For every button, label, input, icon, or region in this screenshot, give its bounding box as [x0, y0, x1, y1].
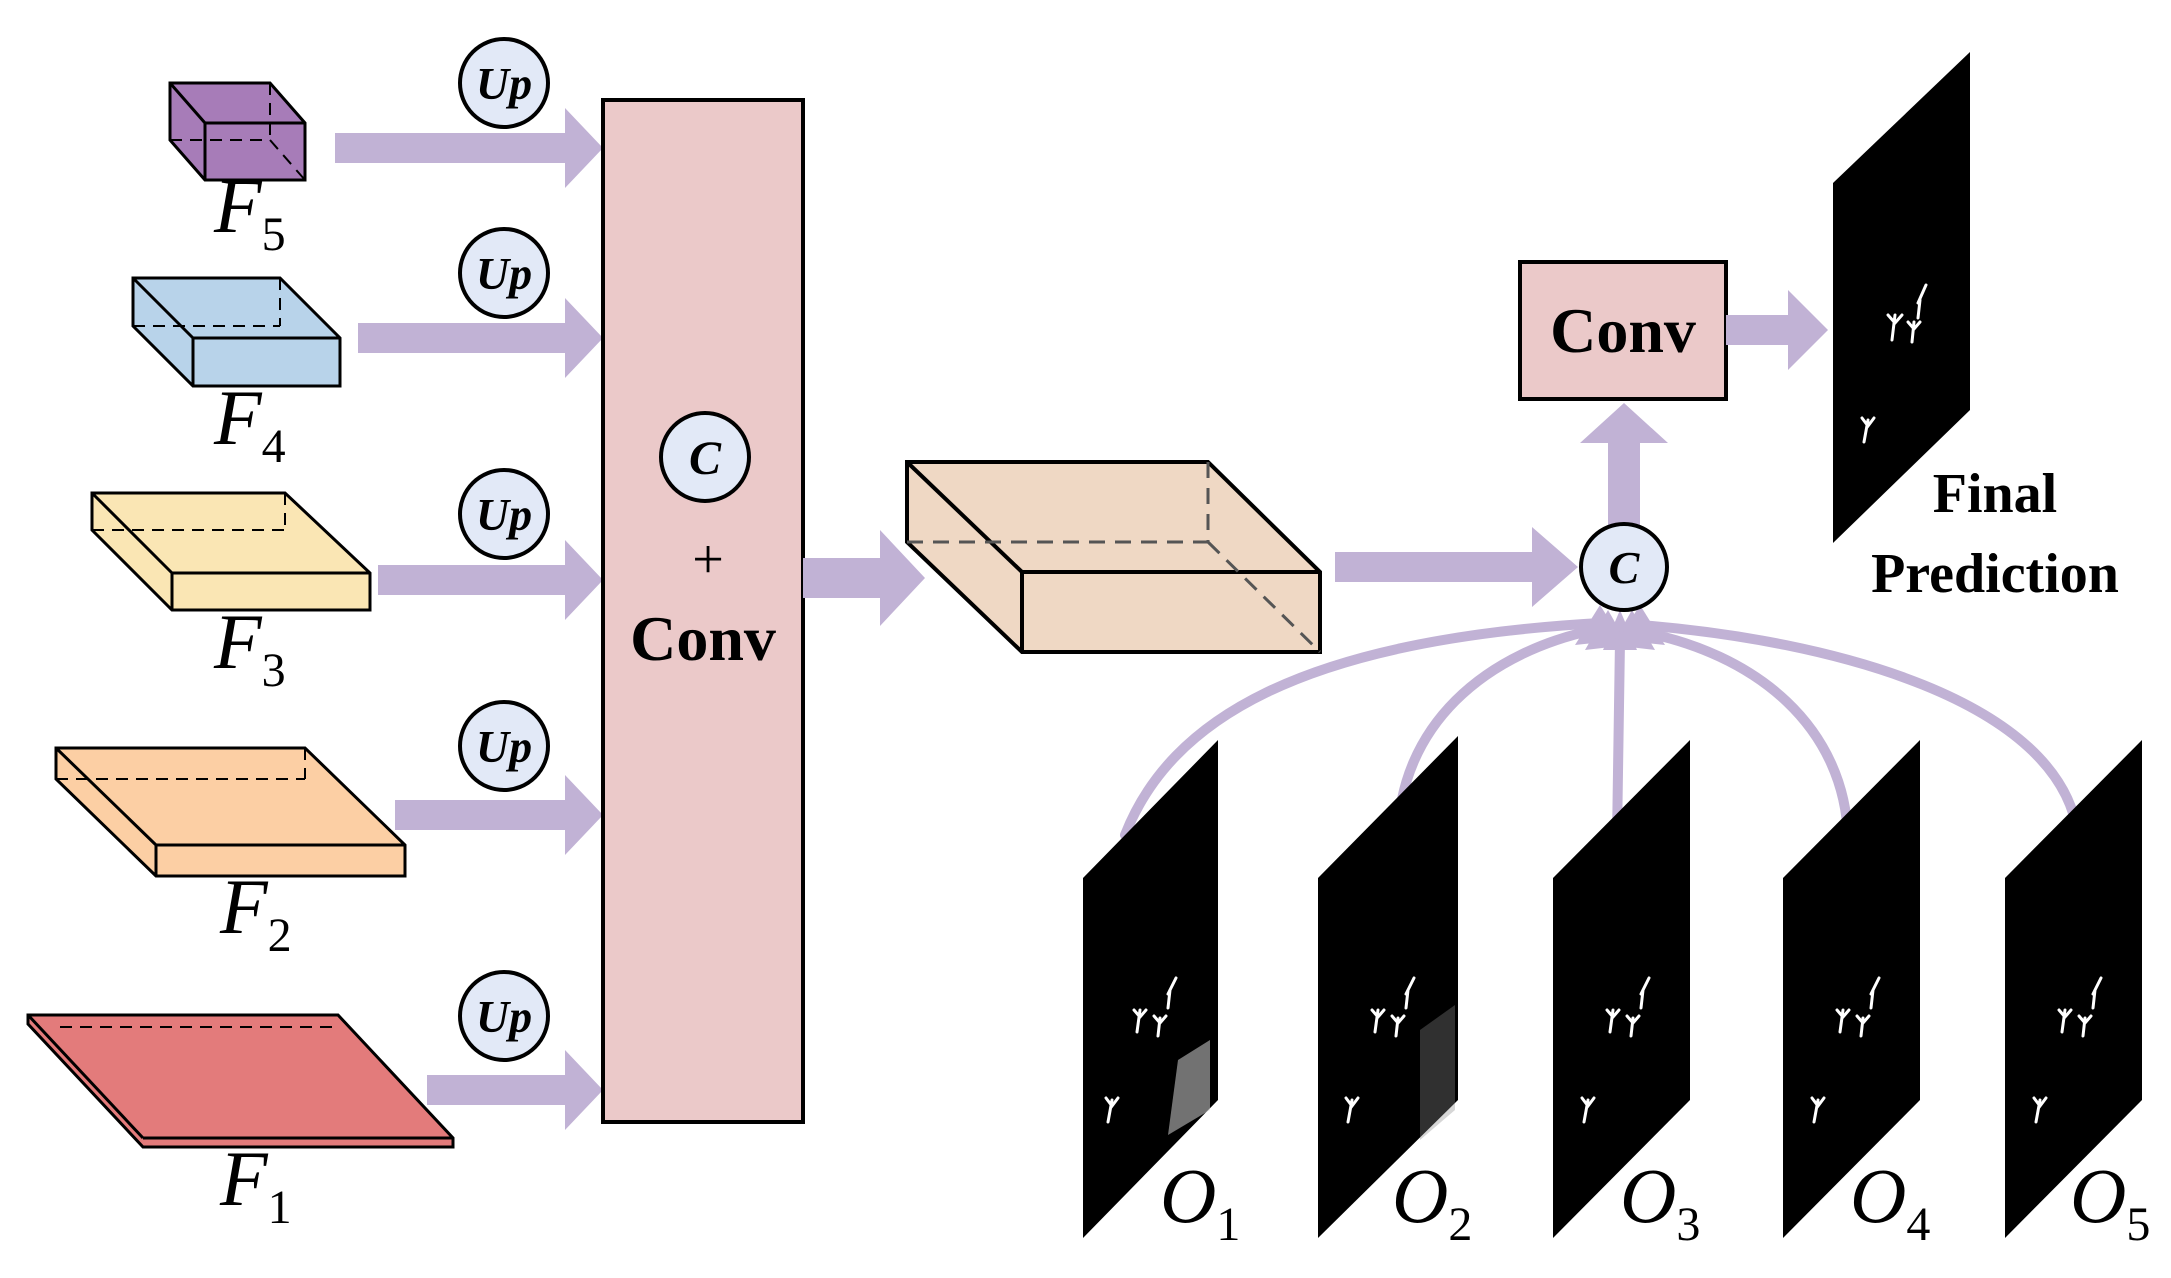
- side-output-o2: O2: [1318, 736, 1472, 1251]
- svg-text:Up: Up: [476, 489, 532, 540]
- up-circle-f1: Up: [458, 970, 550, 1062]
- up-circle-f4: Up: [458, 227, 550, 319]
- side-output-label-o1: O1: [1160, 1152, 1240, 1251]
- up-circle-f3: Up: [458, 468, 550, 560]
- final-prediction-map: [1833, 52, 1970, 543]
- feature-block-f5: [168, 81, 307, 182]
- side-output-label-o3: O3: [1620, 1152, 1700, 1251]
- feature-block-f4: [131, 276, 342, 388]
- feature-label-f1: F1: [219, 1135, 292, 1234]
- side-output-o1: O1: [1083, 740, 1240, 1251]
- merged-feature-map: [905, 460, 1322, 654]
- arrow-f4: [358, 298, 603, 378]
- side-output-arrows: [1120, 618, 2083, 843]
- curve-o1: [1120, 618, 1605, 840]
- feature-label-f4: F4: [213, 374, 286, 473]
- concat-circle: [659, 411, 751, 503]
- side-output-o5: O5: [2005, 740, 2150, 1251]
- svg-text:Up: Up: [476, 58, 532, 109]
- svg-text:Up: Up: [476, 248, 532, 299]
- feature-label-f3: F3: [213, 598, 286, 697]
- arrow-fuse-to-map: [803, 530, 925, 626]
- final-prediction-label-line2: Prediction: [1871, 543, 2119, 605]
- final-conv-block: Conv: [1518, 260, 1728, 401]
- up-circle-f5: Up: [458, 37, 550, 129]
- plus-symbol: +: [692, 529, 724, 591]
- svg-text:Up: Up: [476, 721, 532, 772]
- arrow-f2: [395, 775, 603, 855]
- final-prediction-label-line1: Final: [1933, 463, 2057, 525]
- side-output-arrowheads: [1575, 605, 1665, 650]
- feature-block-f2: [54, 746, 407, 878]
- final-conv-label: Conv: [1550, 295, 1696, 366]
- side-output-o4: O4: [1783, 740, 1930, 1251]
- side-output-label-o5: O5: [2070, 1152, 2150, 1251]
- curve-o5: [1635, 620, 2083, 840]
- upsample-arrows: [335, 108, 603, 1130]
- arrow-f3: [378, 540, 603, 620]
- arrow-conv-to-prediction: [1726, 290, 1828, 370]
- svg-text:Up: Up: [476, 991, 532, 1042]
- concat-symbol: C: [689, 432, 722, 485]
- up-circle-f2: Up: [458, 700, 550, 792]
- arrow-map-to-concat: [1335, 527, 1578, 607]
- feature-label-f5: F5: [213, 162, 286, 261]
- fuse-block: C + Conv: [601, 98, 805, 1124]
- curve-o3: [1612, 635, 1625, 843]
- side-output-o3: O3: [1553, 740, 1700, 1251]
- arrow-f1: [427, 1050, 603, 1130]
- feature-block-f3: [90, 491, 372, 612]
- svg-text:C: C: [1609, 542, 1641, 593]
- feature-block-f1: [26, 1013, 455, 1149]
- arrow-concat-to-conv: [1580, 403, 1668, 530]
- side-output-label-o2: O2: [1392, 1152, 1472, 1251]
- final-concat-circle: C: [1579, 522, 1669, 612]
- curve-o4: [1627, 625, 1853, 843]
- feature-label-f2: F2: [219, 863, 292, 962]
- fuse-conv-label: Conv: [630, 603, 776, 674]
- arrow-f5: [335, 108, 603, 188]
- side-output-label-o4: O4: [1850, 1152, 1930, 1251]
